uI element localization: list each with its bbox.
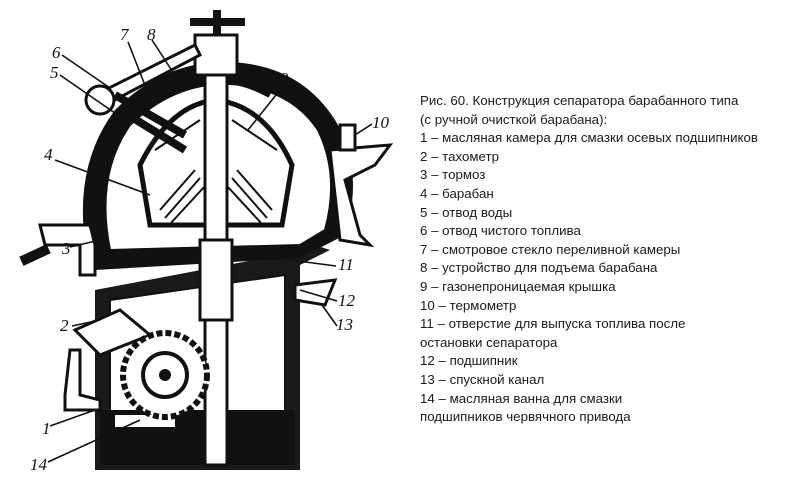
legend-item-14-cont: подшипников червячного привода [420,409,631,425]
callout-10: 10 [372,113,390,132]
legend-item-6: 6 – отвод чистого топлива [420,223,581,239]
legend-item-10: 10 – термометр [420,297,517,313]
caption-subtitle: (с ручной очисткой барабана): [420,111,608,127]
callout-14: 14 [30,455,48,474]
callout-9: 9 [280,69,289,88]
caption-title: Рис. 60. Конструкция сепаратора барабанн… [420,93,739,108]
legend-item-11: 11 – отверстие для выпуска топлива после [420,316,686,332]
callout-3: 3 [61,239,71,258]
figure-caption: Рис. 60. Конструкция сепаратора барабанн… [420,92,790,427]
legend-item-5: 5 – отвод воды [420,204,513,220]
legend-item-11-cont: остановки сепаратора [420,334,558,350]
outlets [113,91,188,154]
callout-4: 4 [44,145,53,164]
oil-chamber [63,348,102,412]
callout-2: 2 [60,316,69,335]
separator-drawing: 1 2 3 4 5 6 7 8 9 10 11 12 13 14 [19,10,394,474]
leader-lines [47,39,373,463]
callout-5: 5 [50,63,59,82]
legend-item-2: 2 – тахометр [420,148,499,164]
callout-7: 7 [120,25,130,44]
legend-item-9: 9 – газонепроницаемая крышка [420,278,616,294]
callout-11: 11 [338,255,354,274]
legend-item-8: 8 – устройство для подъема барабана [420,260,658,276]
legend-item-14: 14 – масляная ванна для смазки [420,390,623,406]
legend-item-12: 12 – подшипник [420,353,518,369]
callout-1: 1 [42,419,51,438]
callout-8: 8 [147,25,156,44]
drain-channel [293,278,338,307]
callout-12: 12 [338,291,356,310]
callout-13: 13 [336,315,353,334]
legend-item-1: 1 – масляная камера для смазки осевых по… [420,130,758,146]
brake [38,223,97,277]
legend-item-13: 13 – спускной канал [420,371,545,387]
callout-6: 6 [52,43,61,62]
legend-item-7: 7 – смотровое стекло переливной камеры [420,241,681,257]
legend-item-3: 3 – тормоз [420,167,486,183]
thermometer [328,143,394,248]
legend-item-4: 4 – барабан [420,185,494,201]
drum-discs [154,119,278,225]
